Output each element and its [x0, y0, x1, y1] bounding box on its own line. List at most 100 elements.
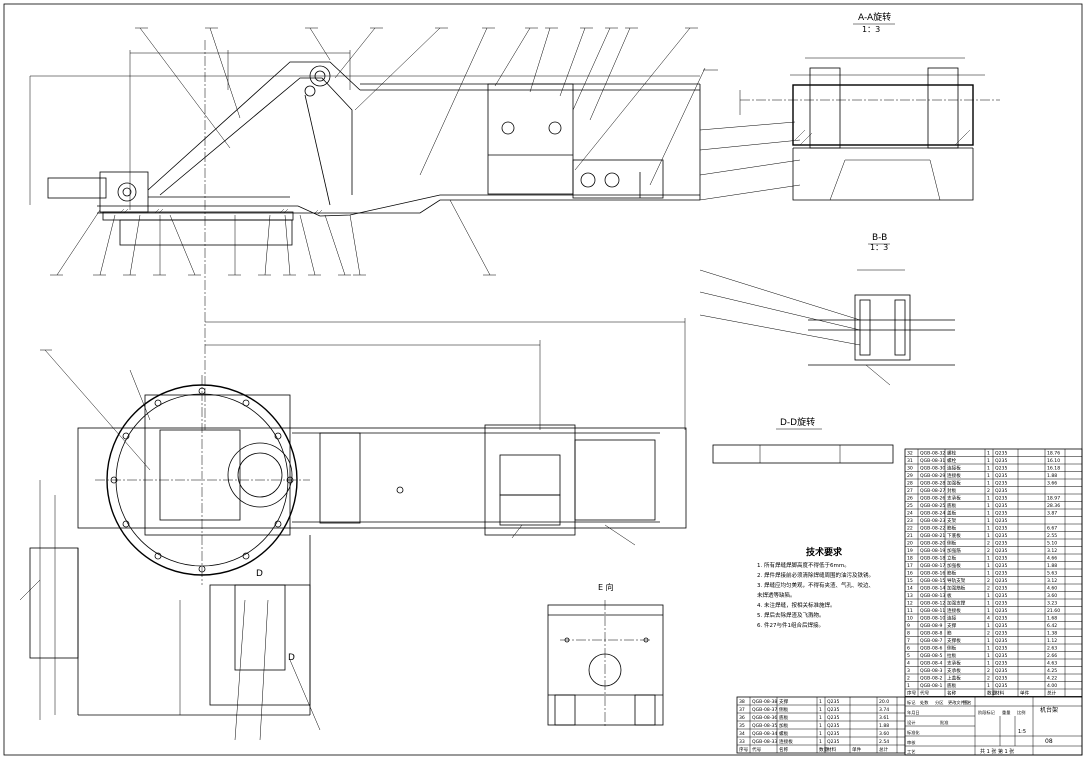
title-block-label: 阶段标记: [978, 709, 996, 716]
bom-cell: QGB-08-5: [920, 653, 942, 659]
bom-cell: 4.63: [1047, 661, 1057, 667]
bom-cell: 1.12: [1047, 638, 1057, 644]
bom-header-cell: 总计: [879, 746, 889, 753]
bom-cell: QGB-08-22: [920, 526, 945, 532]
bom-cell: 2: [987, 668, 990, 674]
bom-cell: 2: [987, 631, 990, 637]
bom-header-cell: 序号: [739, 746, 749, 753]
bom-cell: 16: [907, 571, 913, 577]
bom-cell: 螺栓: [947, 450, 957, 457]
bom-cell: Q235: [995, 473, 1007, 479]
title-block-label: 签名: [963, 699, 971, 706]
bom-cell: 板: [947, 592, 952, 599]
bom-cell: QGB-08-12: [920, 601, 945, 607]
bom-cell: 28.36: [1047, 503, 1060, 509]
bom-cell: 3.74: [879, 707, 889, 713]
bom-cell: 32: [907, 451, 913, 457]
bom-cell: 支承板: [947, 667, 961, 674]
bom-cell: 4: [987, 616, 990, 622]
tech-req-item: 2. 焊件焊接前必须清除焊缝周围的油污及铁锈。: [757, 571, 874, 579]
bom-cell: QGB-08-38: [752, 699, 777, 705]
bom-cell: 加强筋板: [947, 585, 966, 592]
bom-cell: 18: [907, 556, 913, 562]
section-aa-title: A-A旋转: [858, 11, 891, 23]
bom-cell: 33: [739, 739, 745, 745]
bom-cell: Q235: [995, 661, 1007, 667]
bom-cell: 1: [987, 466, 990, 472]
bom-cell: 筋板: [947, 525, 957, 532]
bom-cell: Q235: [995, 563, 1007, 569]
bom-cell: QGB-08-36: [752, 715, 777, 721]
bom-header-cell: 名称: [947, 690, 957, 697]
section-aa: A-A旋转 1：3: [699, 11, 1000, 201]
bom-header-cell: 数量: [819, 746, 829, 753]
bom-cell: 5: [907, 653, 910, 659]
bom-cell: QGB-08-35: [752, 723, 777, 729]
bom-cell: Q235: [827, 699, 839, 705]
bom-cell: 筋板: [947, 570, 957, 577]
bom-cell: 4.25: [1047, 668, 1057, 674]
title-block-label: 标记: [907, 699, 916, 706]
bom-cell: 支架: [947, 517, 957, 524]
title-block: 机台架 08 1:5 共 1 张 第 1 张 标记处数分区更改文件号签名年月日设…: [904, 696, 1083, 756]
bom-header-cell: 单件: [852, 746, 862, 753]
tech-req-item: 3. 焊缝应均匀美观，不得有夹渣、气孔、咬边、: [757, 581, 874, 589]
bom-cell: QGB-08-25: [920, 503, 945, 509]
bom-cell: Q235: [995, 526, 1007, 532]
bom-cell: QGB-08-31: [920, 458, 945, 464]
bom-cell: Q235: [995, 616, 1007, 622]
bom-cell: 1: [987, 646, 990, 652]
bom-cell: 1.38: [1047, 631, 1057, 637]
bom-cell: 连接板: [779, 738, 793, 745]
bom-cell: QGB-08-30: [920, 466, 945, 472]
bom-cell: 13: [907, 593, 913, 599]
bom-cell: 36: [739, 715, 745, 721]
bom-cell: 1: [987, 683, 990, 689]
bom-cell: 5.10: [1047, 541, 1057, 547]
bom-cell: Q235: [995, 458, 1007, 464]
bom-cell: 筋: [947, 630, 952, 637]
bom-cell: 2: [987, 676, 990, 682]
bom-cell: 4.60: [1047, 586, 1057, 592]
bom-cell: 25: [907, 503, 913, 509]
tech-req-item: 6. 件27与件1组合后焊接。: [757, 621, 824, 629]
bom-cell: 28: [907, 481, 913, 487]
bom-cell: Q235: [995, 481, 1007, 487]
bom-cell: Q235: [995, 646, 1007, 652]
bom-cell: QGB-08-11: [920, 608, 945, 614]
bom-cell: Q235: [995, 586, 1007, 592]
bom-cell: QGB-08-24: [920, 511, 945, 517]
bom-header-cell: 材料: [995, 690, 1005, 697]
bom-cell: QGB-08-2: [920, 676, 942, 682]
bom-header-cell: 数量: [987, 690, 997, 697]
bom-cell: 下底板: [947, 532, 961, 539]
bom-cell: QGB-08-4: [920, 661, 942, 667]
bom-cell: QGB-08-17: [920, 563, 945, 569]
title-block-label: 设计: [907, 719, 915, 726]
bom-cell: QGB-08-8: [920, 631, 942, 637]
drawing-name: 机台架: [1040, 706, 1058, 714]
tech-req-item: 4. 未注焊缝，按相关标准施焊。: [757, 601, 836, 609]
bom-cell: 21: [907, 533, 913, 539]
bom-cell: QGB-08-13: [920, 593, 945, 599]
bom-cell: 12: [907, 601, 913, 607]
bom-cell: 2.63: [1047, 646, 1057, 652]
bom-cell: 支承板: [947, 660, 961, 667]
bom-cell: Q235: [827, 715, 839, 721]
bom-cell: 1: [987, 503, 990, 509]
bom-cell: 1: [987, 608, 990, 614]
bom-cell: 1: [987, 563, 990, 569]
bom-cell: 加强支撑: [947, 600, 966, 607]
bom-cell: 1: [987, 458, 990, 464]
bom-cell: Q235: [995, 496, 1007, 502]
bom-cell: 1: [987, 601, 990, 607]
title-block-label: 标准化: [907, 729, 920, 736]
bom-cell: 16.18: [1047, 466, 1060, 472]
bom-cell: 6.67: [1047, 526, 1057, 532]
bom-header-cell: 单件: [1020, 690, 1030, 697]
bom-cell: 18.76: [1047, 451, 1060, 457]
bom-cell: QGB-08-18: [920, 556, 945, 562]
bom-cell: 上盖板: [947, 675, 961, 682]
bom-cell: 加强板: [947, 562, 961, 569]
